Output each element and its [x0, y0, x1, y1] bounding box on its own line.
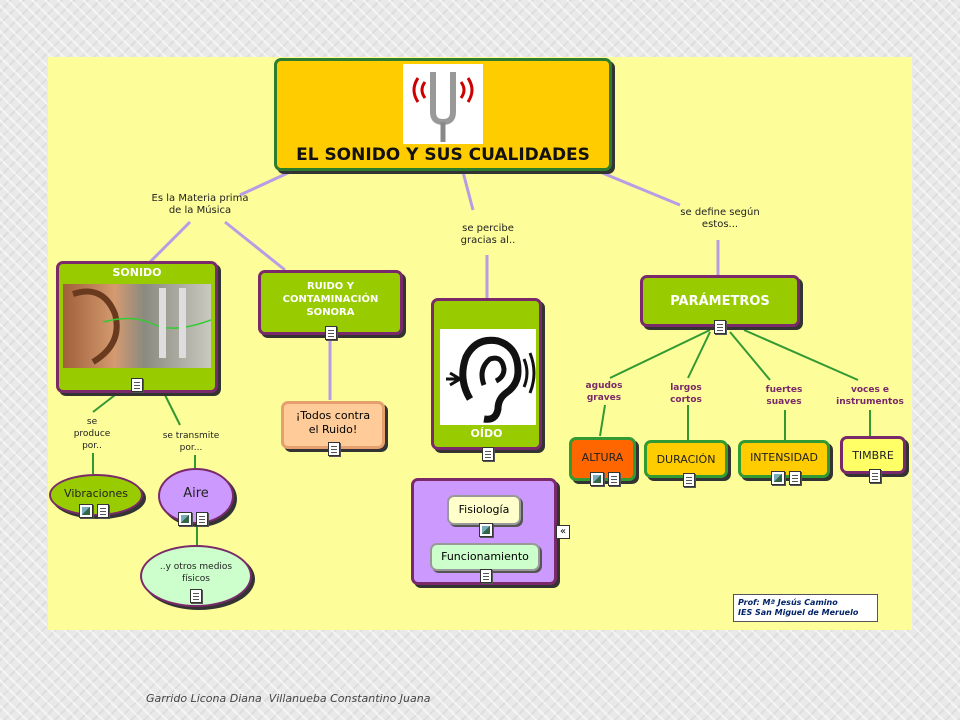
credit-line1: Prof: Mª Jesús Camino — [738, 598, 838, 607]
picture-icon[interactable] — [79, 504, 93, 518]
tuning-fork-icon — [403, 64, 483, 144]
credit-line2: IES San Miguel de Meruelo — [738, 608, 859, 617]
duracion-label: DURACIÓN — [656, 453, 716, 466]
intensidad-node[interactable]: INTENSIDAD — [738, 440, 830, 485]
link-fuertes: fuertes suaves — [765, 385, 803, 407]
picture-icon[interactable] — [479, 523, 493, 537]
parametros-label: PARÁMETROS — [670, 294, 770, 309]
ruido-node[interactable]: RUIDO Y CONTAMINACIÓN SONORA — [258, 270, 403, 340]
aire-node[interactable]: Aire — [158, 468, 234, 526]
note-icon[interactable] — [714, 320, 726, 334]
note-icon[interactable] — [328, 442, 340, 456]
fisiologia-node[interactable]: Fisiología — [447, 495, 521, 537]
note-icon[interactable] — [131, 378, 143, 392]
sonido-label: SONIDO — [112, 266, 162, 279]
note-icon[interactable] — [480, 569, 492, 583]
link-agudos: agudos graves — [585, 381, 623, 403]
note-icon[interactable] — [683, 473, 695, 487]
ear-icon — [440, 329, 536, 425]
timbre-label: TIMBRE — [852, 449, 894, 462]
funcionamiento-node[interactable]: Funcionamiento — [430, 543, 540, 583]
link-materia: Es la Materia prima de la Música — [151, 193, 249, 216]
note-icon[interactable] — [608, 472, 620, 486]
picture-icon[interactable] — [590, 472, 604, 486]
otros-medios-node[interactable]: ..y otros medios físicos — [140, 545, 252, 607]
picture-icon[interactable] — [178, 512, 192, 526]
oido-node[interactable]: OÍDO — [431, 298, 542, 461]
link-define: se define según estos... — [680, 207, 760, 230]
todos-label: ¡Todos contra el Ruido! — [295, 409, 371, 436]
footer-authors: Garrido Licona Diana Villanueba Constant… — [146, 692, 431, 705]
altura-label: ALTURA — [581, 451, 624, 464]
link-voces: voces e instrumentos — [836, 385, 904, 407]
intensidad-label: INTENSIDAD — [750, 451, 818, 464]
note-icon[interactable] — [97, 504, 109, 518]
link-percibe: se percibe gracias al.. — [460, 223, 516, 246]
ruido-label: RUIDO Y CONTAMINACIÓN SONORA — [282, 281, 379, 318]
altura-node[interactable]: ALTURA — [569, 437, 636, 486]
aire-label: Aire — [183, 486, 209, 501]
oido-subpanel: Fisiología Funcionamiento — [411, 478, 557, 585]
duracion-node[interactable]: DURACIÓN — [644, 440, 728, 487]
note-icon[interactable] — [482, 447, 494, 461]
title-text: EL SONIDO Y SUS CUALIDADES — [296, 145, 590, 165]
credit-box: Prof: Mª Jesús Camino IES San Miguel de … — [733, 594, 878, 622]
title-node[interactable]: EL SONIDO Y SUS CUALIDADES — [274, 58, 612, 171]
link-largos: largos cortos — [670, 383, 702, 405]
todos-contra-ruido-node[interactable]: ¡Todos contra el Ruido! — [281, 401, 385, 456]
picture-icon[interactable] — [771, 471, 785, 485]
note-icon[interactable] — [325, 326, 337, 340]
link-produce: se produce por.. — [73, 417, 111, 451]
fisiologia-label: Fisiología — [458, 503, 510, 516]
ear-photo-icon — [63, 284, 211, 368]
timbre-node[interactable]: TIMBRE — [840, 436, 906, 483]
parametros-node[interactable]: PARÁMETROS — [640, 275, 800, 334]
collapse-arrows-icon[interactable]: « — [556, 525, 570, 539]
vibraciones-node[interactable]: Vibraciones — [49, 474, 143, 518]
note-icon[interactable] — [196, 512, 208, 526]
note-icon[interactable] — [190, 589, 202, 603]
sonido-node[interactable]: SONIDO — [56, 261, 218, 393]
funcionamiento-label: Funcionamiento — [441, 550, 529, 563]
oido-label: OÍDO — [470, 427, 503, 440]
otros-label: ..y otros medios físicos — [159, 562, 233, 584]
link-transmite: se transmite por... — [162, 431, 220, 453]
note-icon[interactable] — [789, 471, 801, 485]
note-icon[interactable] — [869, 469, 881, 483]
vibraciones-label: Vibraciones — [64, 487, 128, 500]
